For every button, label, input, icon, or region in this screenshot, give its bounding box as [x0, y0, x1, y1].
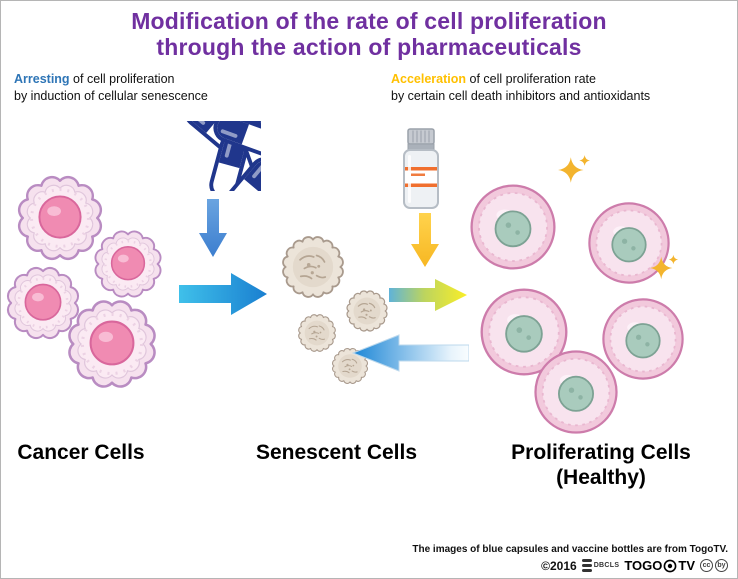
togotv-text-togo: TOGO — [624, 558, 663, 573]
footer-logos: ©2016 DBCLS TOGO TV cc by — [541, 558, 728, 573]
cc-by-icon: by — [715, 559, 728, 572]
annotation-arresting-line1: Arresting of cell proliferation — [14, 71, 208, 88]
capsules-group — [161, 121, 261, 191]
title-line-1: Modification of the rate of cell prolife… — [131, 8, 607, 34]
arrow-down-yellow-icon — [411, 213, 439, 267]
sparkle-icon — [649, 253, 679, 283]
arrow-right-blue-icon — [179, 273, 267, 315]
label-cancer-cells: Cancer Cells — [17, 441, 145, 464]
arrow-down-blue-icon — [199, 199, 227, 257]
cc-license-icons[interactable]: cc by — [700, 559, 728, 572]
label-proliferating-line1: Proliferating Cells — [511, 441, 691, 464]
dbcls-icon — [581, 559, 592, 572]
image-credit-text: The images of blue capsules and vaccine … — [412, 544, 728, 555]
annotation-arresting-line2: by induction of cellular senescence — [14, 89, 208, 104]
healthy-cell-illustration — [467, 181, 559, 273]
label-proliferating-line2: (Healthy) — [556, 465, 646, 489]
label-proliferating-cells: Proliferating Cells (Healthy) — [471, 441, 731, 491]
page-title: Modification of the rate of cell prolife… — [1, 8, 737, 61]
togotv-eye-icon — [663, 559, 677, 572]
arresting-highlight: Arresting — [14, 72, 70, 86]
dbcls-text: DBCLS — [593, 562, 620, 569]
sparkle-icon — [557, 153, 591, 187]
healthy-cell-illustration — [531, 347, 621, 437]
arrow-right-blue-yellow-icon — [389, 279, 467, 311]
annotation-arresting: Arresting of cell proliferation by induc… — [14, 71, 208, 106]
dbcls-logo[interactable]: DBCLS — [581, 559, 620, 572]
togotv-logo[interactable]: TOGO TV — [624, 558, 695, 573]
senescent-cell-illustration — [277, 231, 349, 303]
copyright-text: ©2016 — [541, 558, 577, 573]
vaccine-vial-icon — [399, 127, 443, 211]
togotv-text-tv: TV — [678, 558, 695, 573]
cancer-cell-illustration — [89, 225, 167, 303]
annotation-acceleration: Acceleration of cell proliferation rate … — [391, 71, 650, 106]
acceleration-highlight: Acceleration — [391, 72, 467, 86]
cancer-cell-illustration — [61, 293, 163, 395]
arrow-left-fading-icon — [351, 334, 469, 372]
acceleration-rest: of cell proliferation rate — [466, 72, 596, 86]
title-line-2: through the action of pharmaceuticals — [156, 34, 582, 61]
annotation-acceleration-line2: by certain cell death inhibitors and ant… — [391, 89, 651, 104]
arresting-rest: of cell proliferation — [69, 72, 175, 86]
senescent-cell-illustration — [343, 287, 391, 335]
annotation-acceleration-line1: Acceleration of cell proliferation rate — [391, 71, 650, 88]
label-senescent-cells: Senescent Cells — [255, 441, 418, 464]
cc-icon: cc — [700, 559, 713, 572]
